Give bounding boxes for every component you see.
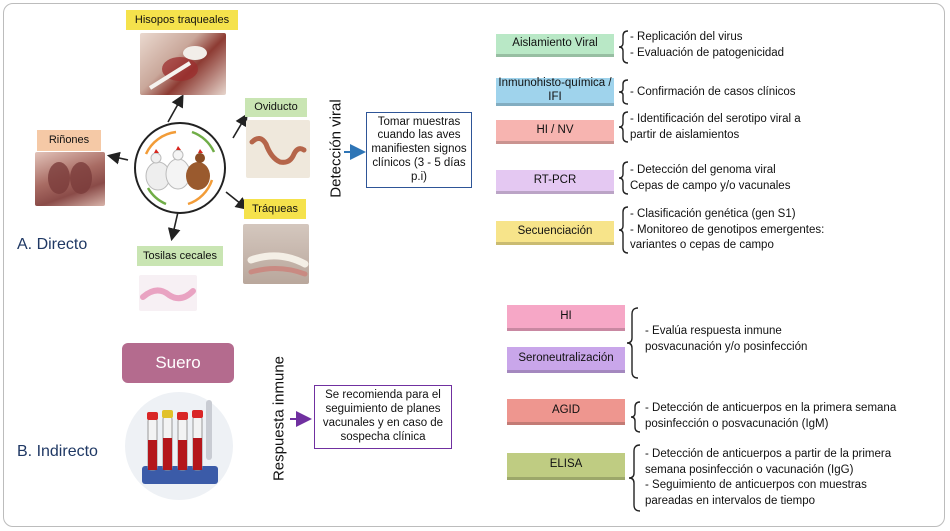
arrow-oviducto xyxy=(232,113,248,139)
brace-2 xyxy=(618,79,629,105)
method-secuenciacion: Secuenciación xyxy=(496,221,614,245)
brace-3 xyxy=(618,111,629,143)
trachea-photo xyxy=(243,224,309,284)
arrow-rinones xyxy=(106,151,129,165)
indirect-section-label: B. Indirecto xyxy=(17,443,98,460)
method-seroneutralizacion: Seroneutralización xyxy=(507,347,625,373)
desc-agid: - Detección de anticuerpos en la primera… xyxy=(645,402,897,430)
method-rt-pcr: RT-PCR xyxy=(496,170,614,194)
brace-1 xyxy=(618,30,629,64)
desc-hi-seroneutralizacion: - Evalúa respuesta inmune posvacunación … xyxy=(645,325,808,353)
kidneys-photo xyxy=(35,152,105,206)
respuesta-inmune-label: Respuesta inmune xyxy=(270,355,288,482)
brace-4 xyxy=(618,161,629,195)
brace-6 xyxy=(626,307,639,379)
method-inmunohistoquimica: Inmunohisto-química / IFI xyxy=(496,77,614,106)
brace-5 xyxy=(618,206,629,254)
desc-hi-nv: - Identificación del serotipo viral a pa… xyxy=(630,113,801,141)
direct-section-label: A. Directo xyxy=(17,236,88,253)
direct-instruction-box: Tomar muestras cuando las aves manifiest… xyxy=(366,112,472,188)
method-hi-nv: HI / NV xyxy=(496,120,614,144)
method-elisa: ELISA xyxy=(507,453,625,480)
brace-8 xyxy=(628,444,641,512)
deteccion-viral-label: Detección viral xyxy=(327,99,345,198)
desc-aislamiento-viral: - Replicación del virus - Evaluación de … xyxy=(630,31,785,59)
desc-rt-pcr: - Detección del genoma viral Cepas de ca… xyxy=(630,164,791,192)
chickens-circle xyxy=(134,122,226,214)
sample-label-oviducto: Oviducto xyxy=(245,98,307,117)
suero-box: Suero xyxy=(122,343,234,383)
method-agid: AGID xyxy=(507,399,625,425)
arrow-hisopos xyxy=(167,94,184,123)
desc-inmunohistoquimica: - Confirmación de casos clínicos xyxy=(630,86,796,98)
sample-label-tosilas: Tosilas cecales xyxy=(137,246,223,266)
sample-label-traqueas: Tráqueas xyxy=(244,199,306,219)
brace-7 xyxy=(630,401,641,433)
tracheal-swab-photo xyxy=(140,33,226,95)
desc-secuenciacion: - Clasificación genética (gen S1) - Moni… xyxy=(630,208,825,252)
desc-elisa: - Detección de anticuerpos a partir de l… xyxy=(645,448,892,507)
arrow-traqueas xyxy=(225,191,249,210)
cecal-tonsils-photo xyxy=(139,275,197,311)
sample-label-hisopos: Hisopos traqueales xyxy=(126,10,238,30)
indirect-instruction-box: Se recomienda para el seguimiento de pla… xyxy=(314,385,452,449)
method-aislamiento-viral: Aislamiento Viral xyxy=(496,34,614,57)
arrow-tosilas xyxy=(167,211,181,242)
blood-tubes-illustration xyxy=(125,392,233,500)
oviduct-photo xyxy=(246,120,310,178)
method-hi: HI xyxy=(507,305,625,331)
sample-label-rinones: Riñones xyxy=(37,130,101,151)
